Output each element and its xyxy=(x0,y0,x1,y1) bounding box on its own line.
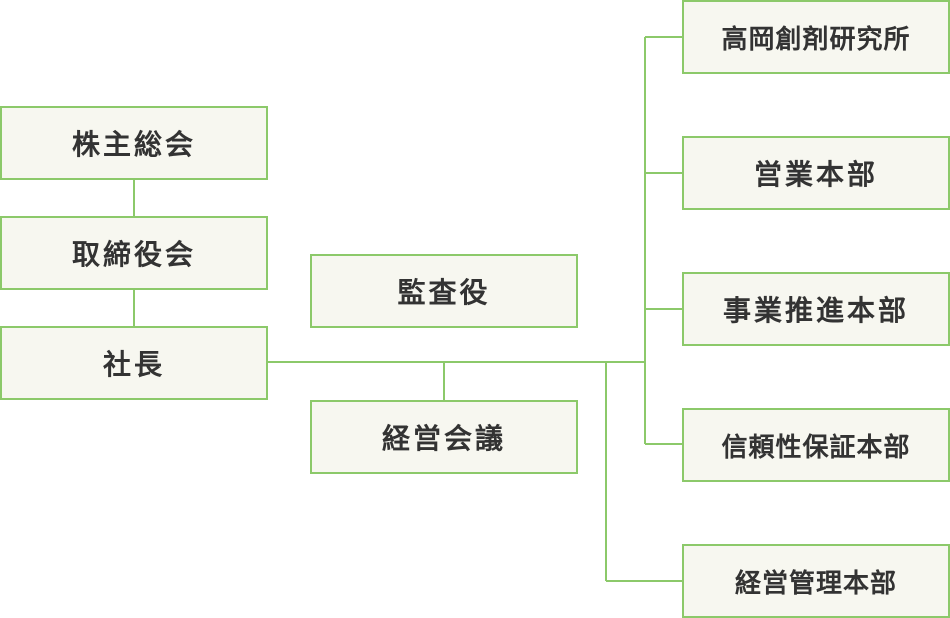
dept-label-business-promotion: 事業推進本部 xyxy=(722,294,909,327)
auditor-box: 監査役 xyxy=(310,254,578,328)
president-box: 社長 xyxy=(0,326,268,400)
shareholders-meeting-box: 株主総会 xyxy=(0,106,268,180)
dept-box-sales: 営業本部 xyxy=(682,136,950,210)
dept-box-business-promotion: 事業推進本部 xyxy=(682,272,950,346)
dept-box-research-institute: 高岡創剤研究所 xyxy=(682,0,950,74)
dept-label-reliability-assurance: 信頼性保証本部 xyxy=(721,432,911,463)
board-of-directors-label: 取締役会 xyxy=(71,238,196,271)
shareholders-meeting-label: 株主総会 xyxy=(71,128,196,161)
president-label: 社長 xyxy=(102,348,165,381)
dept-label-management-admin: 経営管理本部 xyxy=(734,568,897,599)
dept-box-reliability-assurance: 信頼性保証本部 xyxy=(682,408,950,482)
auditor-label: 監査役 xyxy=(397,276,491,309)
management-council-box: 経営会議 xyxy=(310,400,578,474)
board-of-directors-box: 取締役会 xyxy=(0,216,268,290)
dept-label-sales: 営業本部 xyxy=(753,158,878,191)
dept-box-management-admin: 経営管理本部 xyxy=(682,544,950,618)
management-council-label: 経営会議 xyxy=(381,422,506,455)
dept-label-research-institute: 高岡創剤研究所 xyxy=(721,24,911,55)
